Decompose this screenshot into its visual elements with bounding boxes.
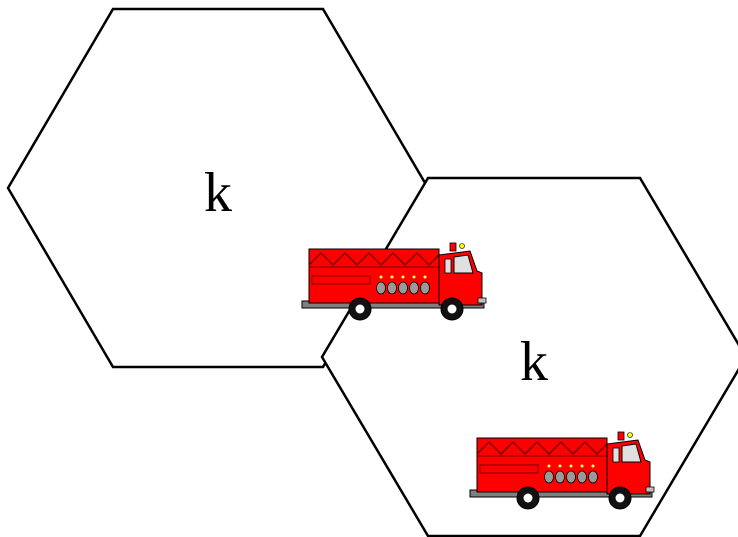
- fire-truck-icon: [469, 431, 655, 510]
- fire-truck-icon: [301, 242, 487, 321]
- hexagon-1-letter: k: [204, 162, 232, 224]
- hexagon-2-letter: k: [520, 331, 548, 393]
